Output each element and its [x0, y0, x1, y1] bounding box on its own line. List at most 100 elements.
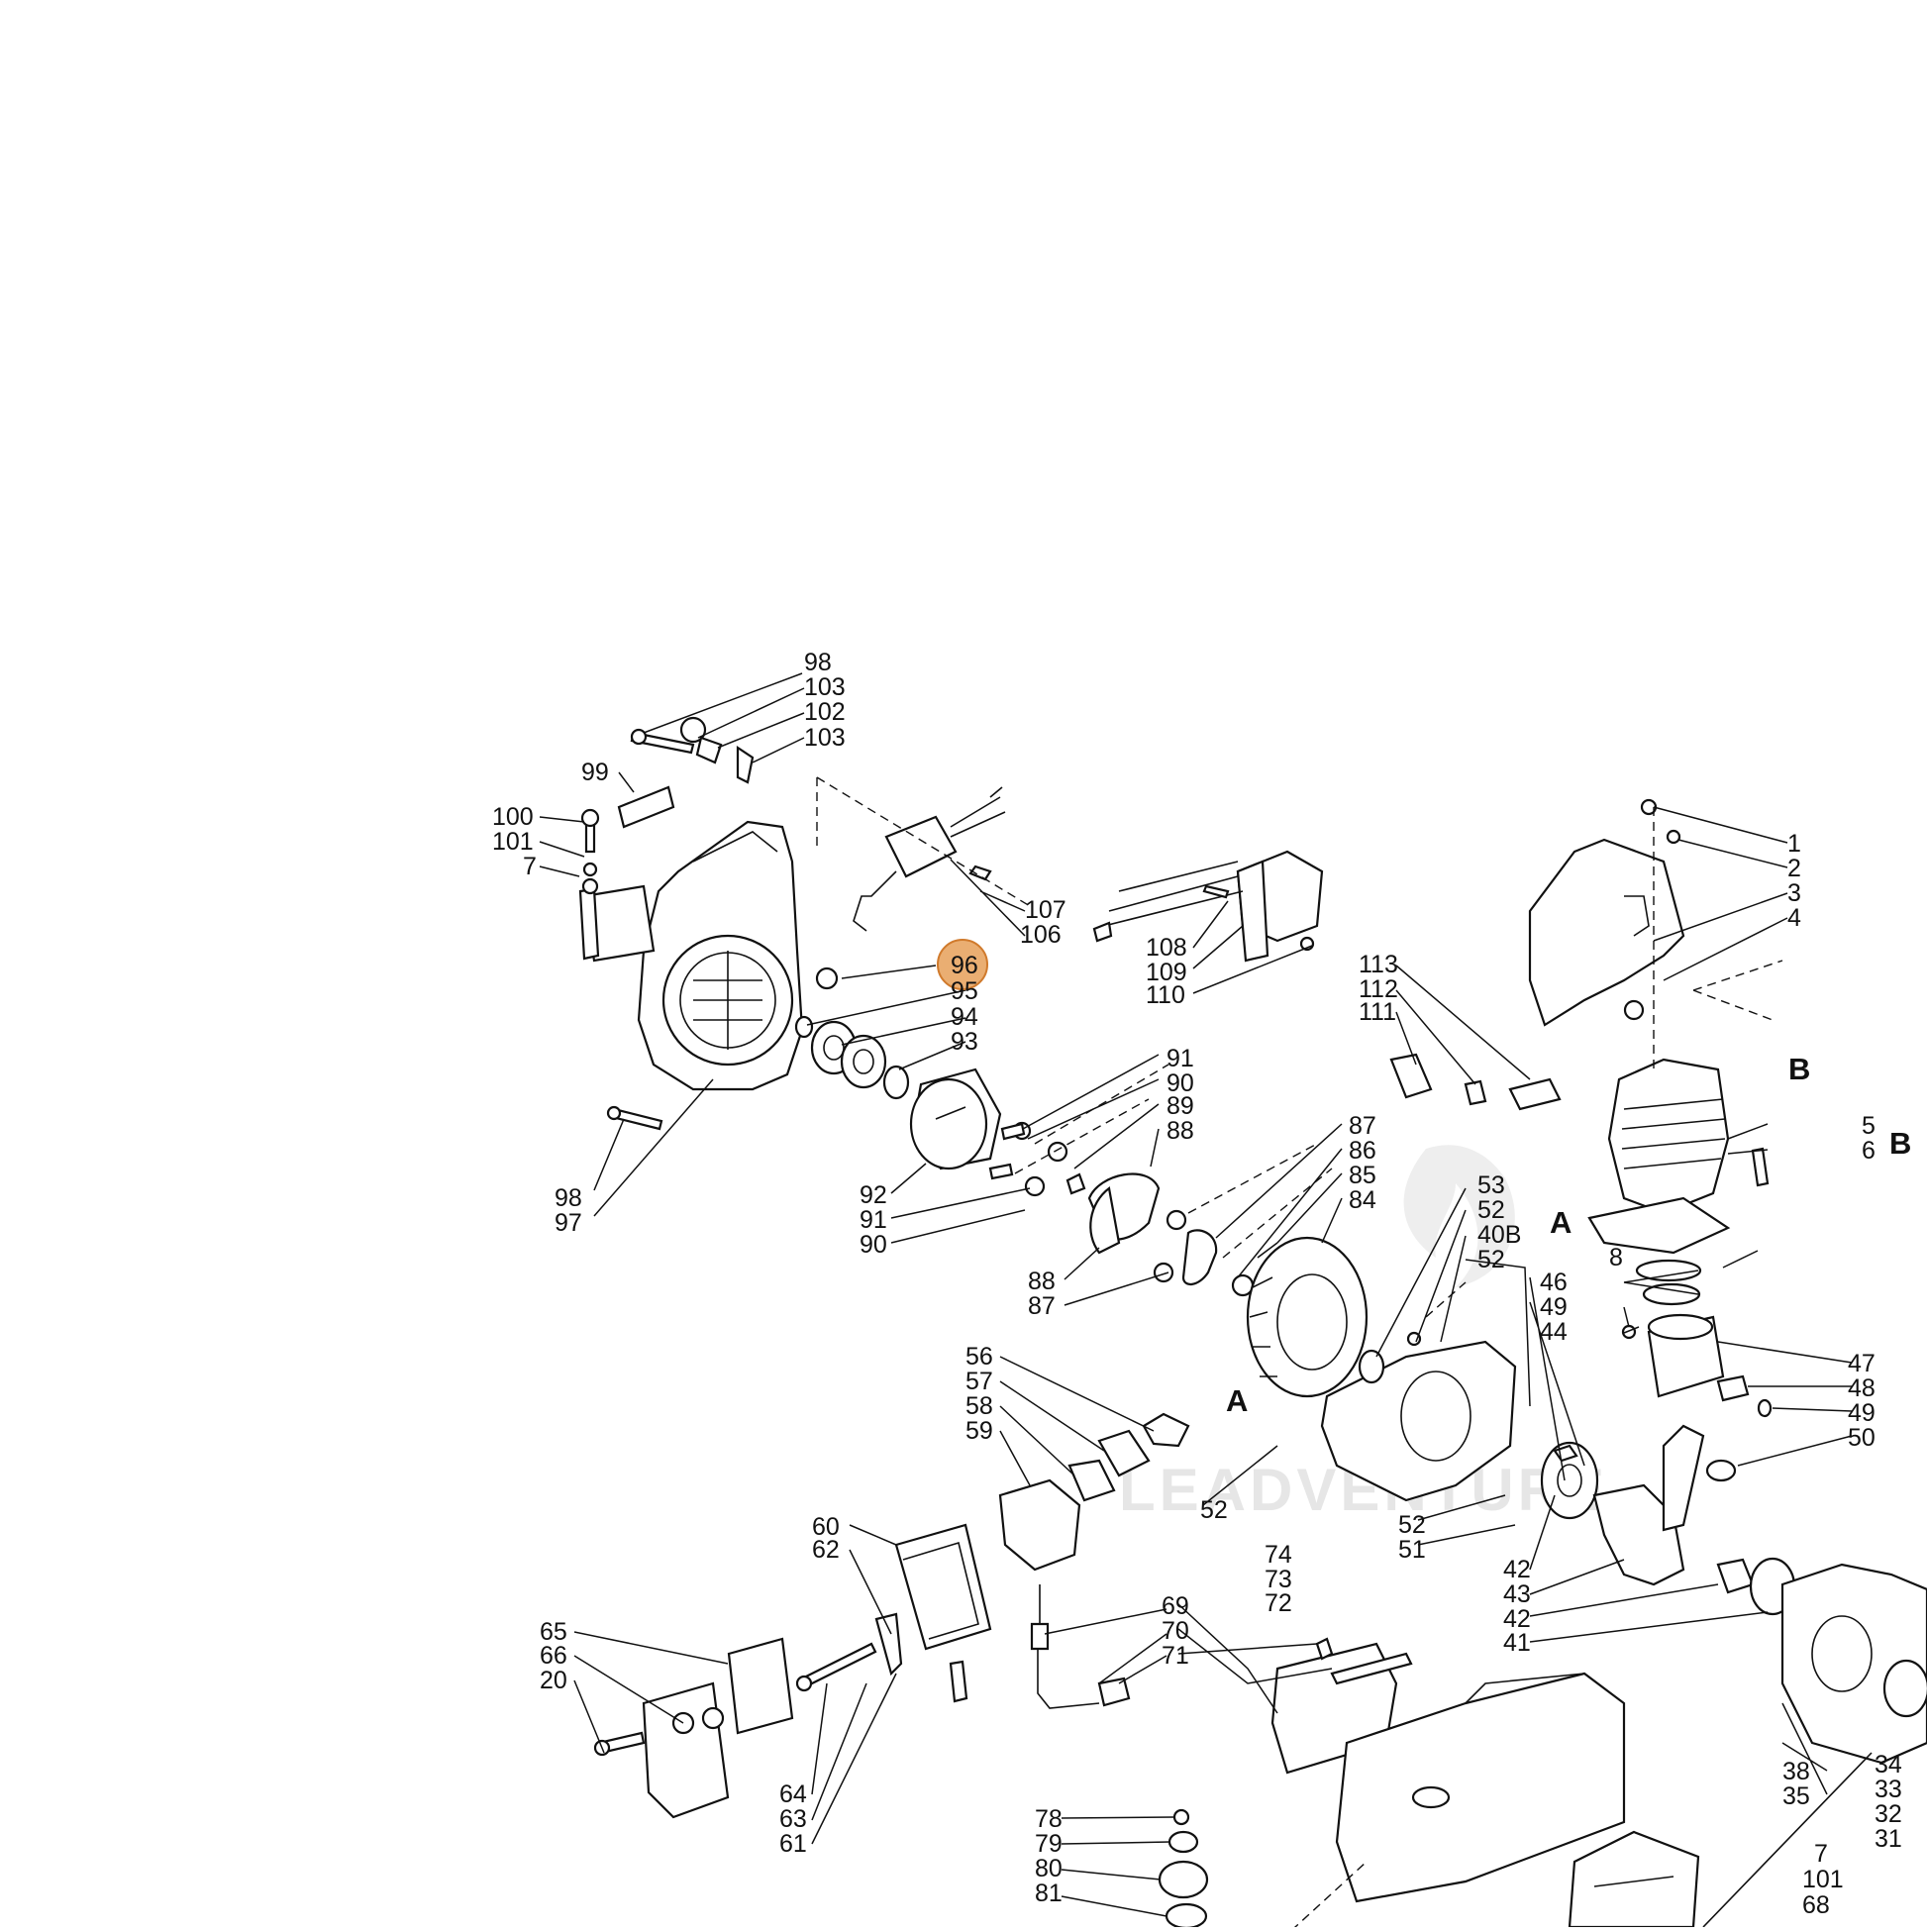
section-labels: B B A A: [1226, 1052, 1911, 1418]
section-label-a: A: [1226, 1383, 1248, 1418]
callout-label-31: 31: [1875, 1825, 1902, 1853]
callout-label-87: 87: [1028, 1292, 1056, 1320]
callout-label-7: 7: [1814, 1840, 1828, 1868]
small-fasteners-top-left: [580, 716, 839, 1131]
callout-label-95: 95: [951, 977, 978, 1005]
callout-label-92: 92: [860, 1181, 887, 1209]
fuel-tank-part: [1158, 1637, 1626, 1930]
callout-label-52: 52: [1477, 1246, 1505, 1273]
callout-label-58: 58: [965, 1392, 993, 1420]
piston-part: [1621, 1259, 1773, 1482]
callout-label-48: 48: [1848, 1374, 1876, 1402]
bottom-bracket-part: [1568, 1752, 1873, 1929]
callout-label-52: 52: [1398, 1511, 1426, 1539]
callout-label-109: 109: [1146, 959, 1187, 986]
callout-label-20: 20: [540, 1667, 567, 1694]
fan-housing-part: [578, 785, 804, 1091]
leader-lines: [539, 672, 1853, 1917]
ignition-coil-part: [853, 786, 1006, 932]
callout-label-52: 52: [1200, 1496, 1228, 1524]
part-drawings: [578, 716, 1927, 1930]
callout-label-100: 100: [492, 803, 534, 831]
clutch-shoes-part: [1065, 1172, 1255, 1297]
callout-label-101: 101: [492, 828, 534, 856]
crankshaft-part: [1540, 1424, 1796, 1616]
callout-label-50: 50: [1848, 1424, 1876, 1452]
callout-label-79: 79: [1035, 1830, 1063, 1858]
callout-label-103: 103: [804, 673, 846, 701]
callout-label-43: 43: [1503, 1580, 1531, 1608]
callout-labels: 9810310210399100101710710696959493989710…: [492, 649, 1902, 1919]
callout-label-40B: 40B: [1477, 1221, 1521, 1249]
callout-label-8: 8: [1609, 1244, 1623, 1271]
cylinder-part: [1389, 798, 1770, 1255]
callout-label-96: 96: [951, 952, 978, 979]
callout-label-33: 33: [1875, 1776, 1902, 1803]
carburetor-part: [998, 1412, 1190, 1709]
callout-label-1: 1: [1787, 830, 1801, 858]
callout-label-97: 97: [555, 1209, 582, 1237]
callout-label-108: 108: [1146, 934, 1187, 962]
callout-label-91: 91: [860, 1206, 887, 1234]
callout-label-46: 46: [1540, 1269, 1568, 1296]
callout-label-42: 42: [1503, 1605, 1531, 1633]
callout-label-44: 44: [1540, 1318, 1568, 1346]
callout-label-62: 62: [812, 1536, 840, 1564]
callout-label-34: 34: [1875, 1751, 1902, 1779]
callout-label-112: 112: [1359, 975, 1398, 1003]
callout-label-56: 56: [965, 1343, 993, 1371]
callout-label-4: 4: [1787, 904, 1801, 932]
callout-label-110: 110: [1146, 981, 1185, 1009]
callout-label-2: 2: [1787, 855, 1801, 882]
callout-label-68: 68: [1802, 1891, 1830, 1919]
callout-label-47: 47: [1848, 1350, 1876, 1377]
callout-label-80: 80: [1035, 1855, 1063, 1882]
callout-label-63: 63: [779, 1805, 807, 1833]
callout-label-64: 64: [779, 1780, 807, 1808]
callout-label-99: 99: [581, 759, 609, 786]
callout-label-42: 42: [1503, 1556, 1531, 1583]
callout-label-38: 38: [1782, 1758, 1810, 1785]
callout-label-72: 72: [1265, 1589, 1292, 1617]
callout-label-78: 78: [1035, 1805, 1063, 1833]
callout-label-66: 66: [540, 1642, 567, 1670]
callout-label-35: 35: [1782, 1782, 1810, 1810]
callout-label-41: 41: [1503, 1629, 1531, 1657]
callout-label-71: 71: [1162, 1642, 1189, 1670]
callout-label-3: 3: [1787, 879, 1801, 907]
section-label-b: B: [1788, 1052, 1810, 1086]
callout-label-7: 7: [523, 853, 537, 880]
callout-label-94: 94: [951, 1003, 978, 1031]
callout-label-32: 32: [1875, 1800, 1902, 1828]
callout-label-107: 107: [1025, 896, 1066, 924]
section-label-a: A: [1550, 1205, 1572, 1240]
callout-label-70: 70: [1162, 1617, 1189, 1645]
callout-label-111: 111: [1359, 998, 1396, 1026]
callout-label-85: 85: [1349, 1162, 1376, 1189]
assembly-dash-lines: [816, 776, 1783, 1932]
callout-label-102: 102: [804, 698, 846, 726]
callout-label-51: 51: [1398, 1536, 1426, 1564]
callout-label-84: 84: [1349, 1186, 1376, 1214]
callout-label-89: 89: [1166, 1092, 1194, 1120]
callout-label-101: 101: [1802, 1866, 1844, 1893]
highlight-marker[interactable]: [937, 939, 988, 990]
callout-label-103: 103: [804, 724, 846, 752]
callout-label-91: 91: [1166, 1045, 1194, 1072]
callout-label-59: 59: [965, 1417, 993, 1445]
callout-label-81: 81: [1035, 1880, 1063, 1907]
flywheel-part: [1246, 1236, 1369, 1398]
callout-label-52: 52: [1477, 1196, 1505, 1224]
section-label-b: B: [1889, 1126, 1911, 1161]
crankcase-part: [1320, 1331, 1517, 1502]
callout-label-98: 98: [555, 1184, 582, 1212]
callout-label-49: 49: [1540, 1293, 1568, 1321]
callout-label-90: 90: [860, 1231, 887, 1259]
callout-label-65: 65: [540, 1618, 567, 1646]
callout-label-86: 86: [1349, 1137, 1376, 1165]
callout-label-5: 5: [1862, 1112, 1876, 1140]
callout-label-88: 88: [1166, 1117, 1194, 1145]
callout-label-88: 88: [1028, 1268, 1056, 1295]
